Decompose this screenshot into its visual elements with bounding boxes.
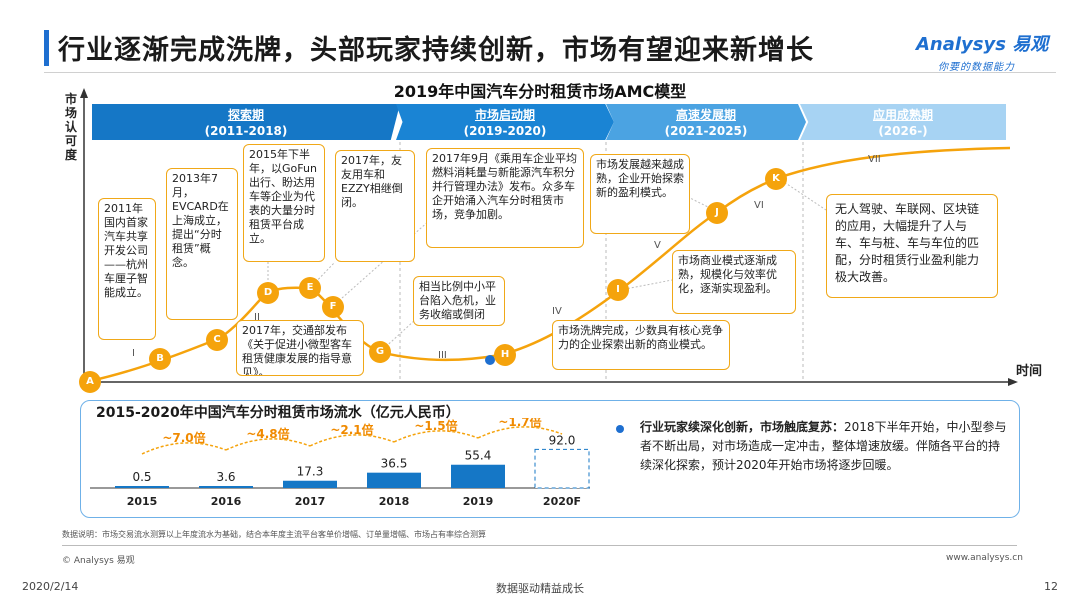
title-accent-bar [44,30,49,66]
bar-value-label: 36.5 [381,457,408,471]
note-d: 2015年下半年，以GoFun出行、盼达用车等企业为代表的大量分时租赁平台成立。 [243,144,325,262]
node-e: E [299,277,321,299]
summary-bullet [616,425,624,433]
growth-multiple-label: ~2.1倍 [330,422,373,437]
summary-text: 2018下半年开始，中小型参与者不断出局，对市场造成一定冲击，整体增速放缓。伴随… [640,420,1007,472]
node-d: D [257,282,279,304]
note-k: 无人驾驶、车联网、区块链的应用，大幅提升了人与车、车与桩、车与车位的匹配，分时租… [826,194,998,298]
amc-y-axis-label: 市场认可度 [64,92,77,162]
copyright: © Analysys 易观 [62,556,135,566]
node-g: G [369,341,391,363]
growth-arrow [393,430,479,443]
bar-value-label: 3.6 [216,470,235,484]
growth-panel [80,400,1020,518]
stage-label: VII [868,154,881,165]
growth-chart-title: 2015-2020年中国汽车分时租赁市场流水（亿元人民币） [96,405,460,421]
bar-2019 [451,464,505,488]
logo-cn: 易观 [1012,34,1049,55]
phase-name: 高速发展期 [675,108,736,122]
bar-2017 [283,480,337,488]
stage-label: III [438,350,447,361]
bar-category-label: 2017 [295,495,326,508]
growth-summary: 行业玩家续深化创新，市场触底复苏：2018下半年开始，中小型参与者不断出局，对市… [640,418,1010,475]
bar-2015 [115,486,169,488]
phase-period: (2026-) [878,124,928,138]
bar-2020F [534,448,590,489]
growth-arrow [141,442,227,455]
growth-multiple-label: ~1.7倍 [498,418,541,429]
growth-bar-chart: 0.5 2015 3.6 2016 17.3 2017 36.5 2018 55.4 2019 92… [90,418,590,508]
phase-period: (2011-2018) [204,124,288,138]
phase-name: 探索期 [227,108,264,122]
note-g-bottom: 2017年，交通部发布《关于促进小微型客车租赁健康发展的指导意见》。 [236,320,364,376]
note-i: 市场商业模式逐渐成熟，规模化与效率优化，逐渐实现盈利。 [672,250,796,314]
bar-value-label: 0.5 [132,470,151,484]
node-c: C [206,329,228,351]
growth-arrow [309,434,395,447]
phase-name: 应用成熟期 [872,108,933,122]
bar-category-label: 2016 [211,495,242,508]
stage-label: V [654,240,661,251]
growth-multiple-label: ~7.0倍 [162,430,205,445]
analysys-logo: Analysys 易观 你要的数据能力 [916,30,1056,73]
note-b: 2011年国内首家汽车共享开发公司——杭州车厘子智能成立。 [98,198,156,340]
growth-arrow [225,438,311,451]
bar-value-label: 17.3 [297,465,324,479]
growth-multiple-label: ~4.8倍 [246,426,289,441]
bar-category-label: 2019 [463,495,494,508]
bar-2016 [199,486,253,488]
page-number: 12 [1044,580,1058,593]
header-divider [44,72,1056,73]
amc-y-arrow [80,88,88,98]
footer-slogan: 数据驱动精益成长 [496,582,584,595]
note-f: 2017年9月《乘用车企业平均燃料消耗量与新能源汽车积分并行管理办法》发布。众多… [426,148,584,248]
footer-divider [62,545,1017,546]
bar-category-label: 2020F [543,495,581,508]
growth-arrow [477,426,563,439]
stage-label: IV [552,306,562,317]
current-position-marker [485,355,495,365]
note-j: 市场发展越来越成熟，企业开始探索新的盈利模式。 [590,154,690,234]
bar-2018 [367,472,421,488]
page-title: 行业逐渐完成洗牌，头部玩家持续创新，市场有望迎来新增长 [58,35,814,66]
phase-exploration: 探索期 (2011-2018) [92,104,400,140]
phase-name: 市场启动期 [474,108,535,122]
website-link[interactable]: www.analysys.cn [946,553,1023,563]
note-h: 市场洗牌完成，少数具有核心竞争力的企业探索出新的商业模式。 [552,320,730,370]
node-b: B [149,348,171,370]
phase-rapid-growth: 高速发展期 (2021-2025) [606,104,806,140]
node-i: I [607,279,629,301]
summary-bold: 行业玩家续深化创新，市场触底复苏： [640,420,845,434]
bar-category-label: 2018 [379,495,410,508]
report-date: 2020/2/14 [22,580,79,593]
bar-category-label: 2015 [127,495,158,508]
node-k: K [765,168,787,190]
stage-label: I [132,348,135,359]
bar-value-label: 92.0 [549,433,576,447]
stage-label: II [254,312,260,323]
node-j: J [706,202,728,224]
note-c: 2013年7月，EVCARD在上海成立，提出“分时租赁”概念。 [166,168,238,320]
note-g-top: 相当比例中小平台陷入危机，业务收缩或倒闭 [413,276,505,326]
growth-multiple-label: ~1.5倍 [414,418,457,433]
phase-period: (2021-2025) [664,124,748,138]
phase-period: (2019-2020) [463,124,547,138]
phase-launch: 市场启动期 (2019-2020) [396,104,614,140]
amc-x-arrow [1008,378,1018,386]
amc-x-axis-label: 时间 [1016,364,1043,379]
amc-title: 2019年中国汽车分时租赁市场AMC模型 [393,82,687,101]
logo-en: Analysys [916,34,1006,55]
logo-slogan: 你要的数据能力 [938,62,1015,73]
phase-maturity: 应用成熟期 (2026-) [800,104,1006,140]
note-e: 2017年，友友用车和EZZY相继倒闭。 [335,150,415,262]
node-a: A [79,371,101,393]
stage-label: VI [754,200,764,211]
bar-value-label: 55.4 [465,449,492,463]
node-f: F [322,296,344,318]
node-h: H [494,344,516,366]
data-footnote: 数据说明：市场交易流水测算以上年度流水为基础，结合本年度主流平台客单价增幅、订单… [62,530,486,539]
